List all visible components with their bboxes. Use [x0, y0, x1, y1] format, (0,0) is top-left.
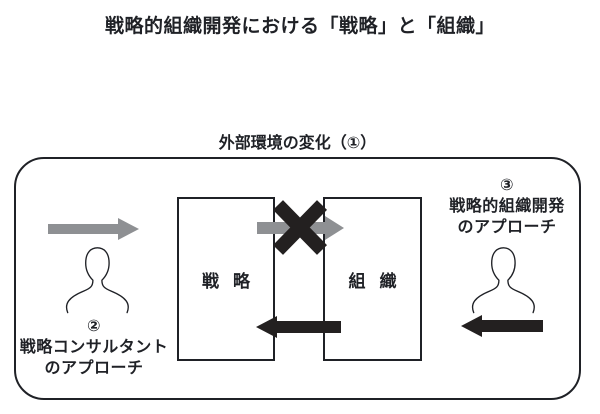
figure-title: 戦略的組織開発における「戦略」と「組織」: [104, 15, 495, 37]
organization-box: 組 織: [323, 197, 422, 361]
external-environment-label: 外部環境の変化（①）: [218, 133, 377, 152]
strategy-box-label: 戦 略: [202, 271, 254, 292]
strategy-box: 戦 略: [177, 197, 275, 361]
organization-box-label: 組 織: [348, 271, 401, 292]
annotation-line2: のアプローチ: [457, 217, 557, 236]
annotation-number: ②: [86, 316, 102, 335]
annotation-line2: のアプローチ: [44, 358, 144, 377]
annotation-number: ③: [499, 175, 515, 194]
annotation-line1: 戦略的組織開発: [449, 196, 565, 215]
strategic-od-annotation: ③ 戦略的組織開発 のアプローチ: [428, 175, 586, 237]
strategy-consultant-annotation: ② 戦略コンサルタント のアプローチ: [12, 316, 176, 378]
annotation-line1: 戦略コンサルタント: [19, 337, 169, 356]
